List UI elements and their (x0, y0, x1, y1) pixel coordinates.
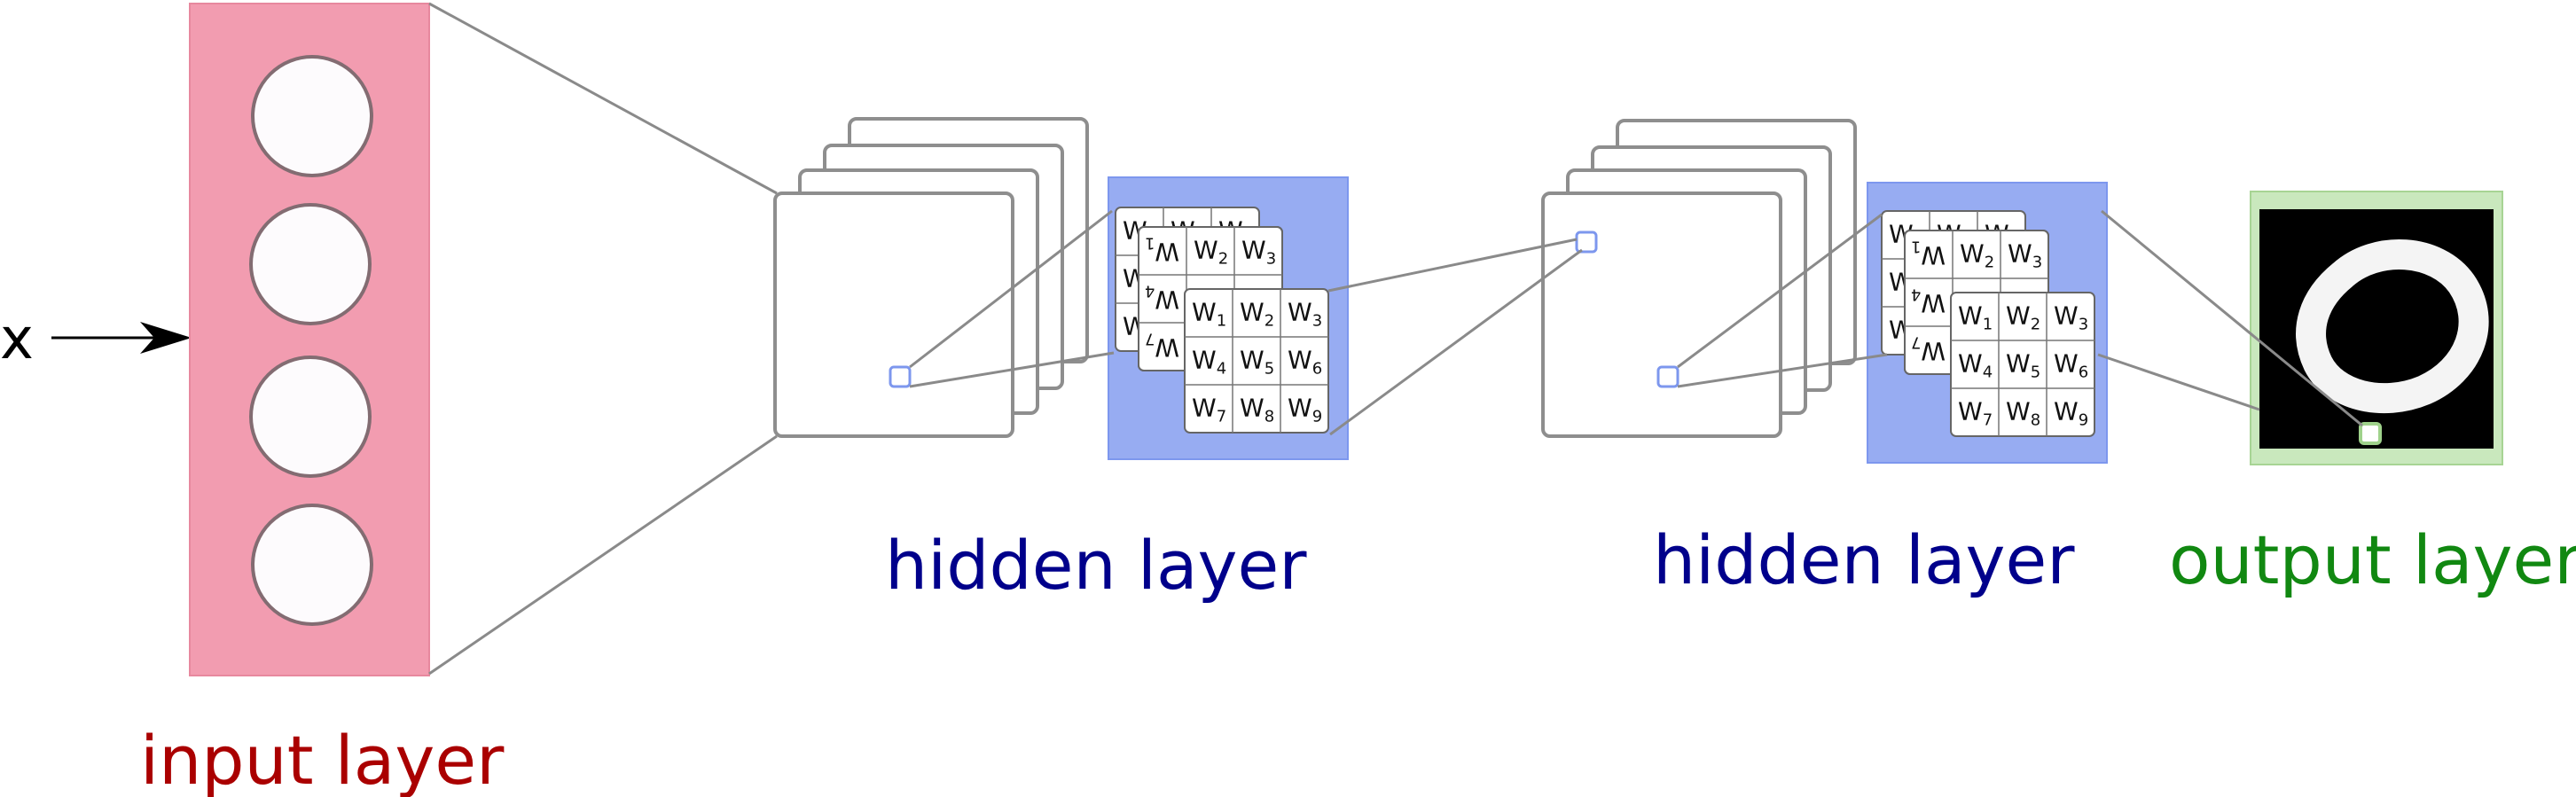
feature-map (1541, 191, 1782, 438)
input-neuron (249, 203, 372, 325)
input-neuron (249, 356, 372, 478)
kernel-weight: W3 (2008, 239, 2042, 272)
output-unit (2359, 422, 2382, 445)
feature-map (773, 191, 1014, 438)
hidden2-label: hidden layer (1653, 520, 2075, 599)
input-layer-label: input layer (140, 721, 505, 797)
connection-lines (909, 209, 2363, 436)
hidden2-receptive-unit (1656, 365, 1679, 388)
hidden2-kernel-stack: W1W2W3W4W5W6W7W8W9W1W2W3W4W5W6W7W8W9W1W2… (1881, 210, 2095, 437)
input-neurons (249, 55, 373, 626)
hidden2-feature-map-stack (1541, 119, 1857, 438)
output-digit-image (2259, 209, 2494, 449)
input-neuron (251, 504, 373, 626)
output-layer-label: output layer (2169, 520, 2576, 599)
hidden2-target-unit (1575, 231, 1598, 254)
hidden1-receptive-unit (889, 365, 912, 388)
input-arrow (51, 322, 192, 354)
kernel-weight: W7 (1192, 394, 1226, 426)
input-projection-lines (428, 2, 778, 676)
hidden1-label: hidden layer (885, 526, 1307, 605)
hidden1-kernel-stack: W1W2W3W4W5W6W7W8W9W1W2W3W4W5W6W7W8W9W1W2… (1115, 207, 1329, 434)
input-x-label: x (0, 307, 34, 372)
input-neuron (251, 55, 373, 177)
hidden1-feature-map-stack (773, 117, 1089, 438)
